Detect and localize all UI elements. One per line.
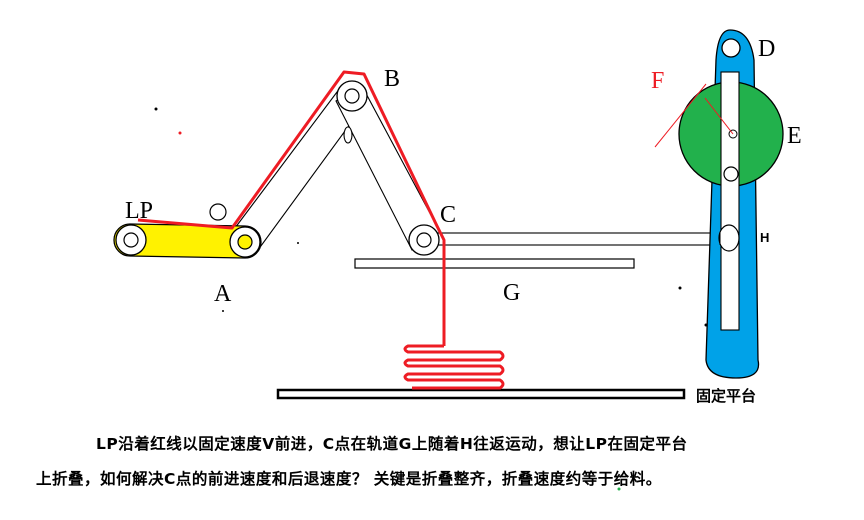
track-g [354, 258, 635, 269]
crank-pin [723, 166, 739, 182]
pivot-b-lower [343, 126, 353, 144]
folded-stack [403, 344, 505, 390]
pointer-f [654, 83, 707, 148]
label-lp: LP [125, 198, 153, 224]
label-c: C [440, 202, 456, 228]
pointer-f-inner [704, 97, 734, 135]
label-h: H [760, 230, 769, 245]
label-f: F [651, 68, 664, 94]
dot-3 [297, 242, 299, 244]
dot-6 [222, 310, 224, 312]
roller-b-hub [344, 88, 360, 104]
label-g: G [503, 280, 520, 306]
pin-d [721, 38, 741, 58]
pin-h [718, 224, 740, 252]
caption-line-2: 上折叠，如何解决C点的前进速度和后退速度？ 关键是折叠整齐，折叠速度约等于给料。 [36, 470, 662, 488]
arm-slot [720, 71, 740, 331]
fixed-platform [276, 388, 686, 400]
rod-c-h [423, 232, 727, 246]
lp-belt [113, 223, 262, 259]
label-d: D [758, 36, 775, 62]
label-platform: 固定平台 [696, 387, 756, 405]
dot-7 [617, 487, 621, 491]
dot-2 [178, 131, 182, 135]
dot-4 [678, 286, 682, 290]
caption-line-1: LP沿着红线以固定速度V前进，C点在轨道G上随着H往返运动，想让LP在固定平台 [96, 435, 688, 453]
roller-c-hub [416, 232, 432, 248]
label-b: B [384, 66, 400, 92]
pressure-roller [209, 203, 227, 221]
dot-1 [154, 107, 158, 111]
label-e: E [787, 123, 802, 149]
label-a: A [214, 281, 232, 307]
dot-5 [704, 323, 708, 327]
red-material-path [137, 70, 446, 346]
roller-lp-hub [123, 232, 139, 248]
roller-a-hub [237, 234, 253, 250]
